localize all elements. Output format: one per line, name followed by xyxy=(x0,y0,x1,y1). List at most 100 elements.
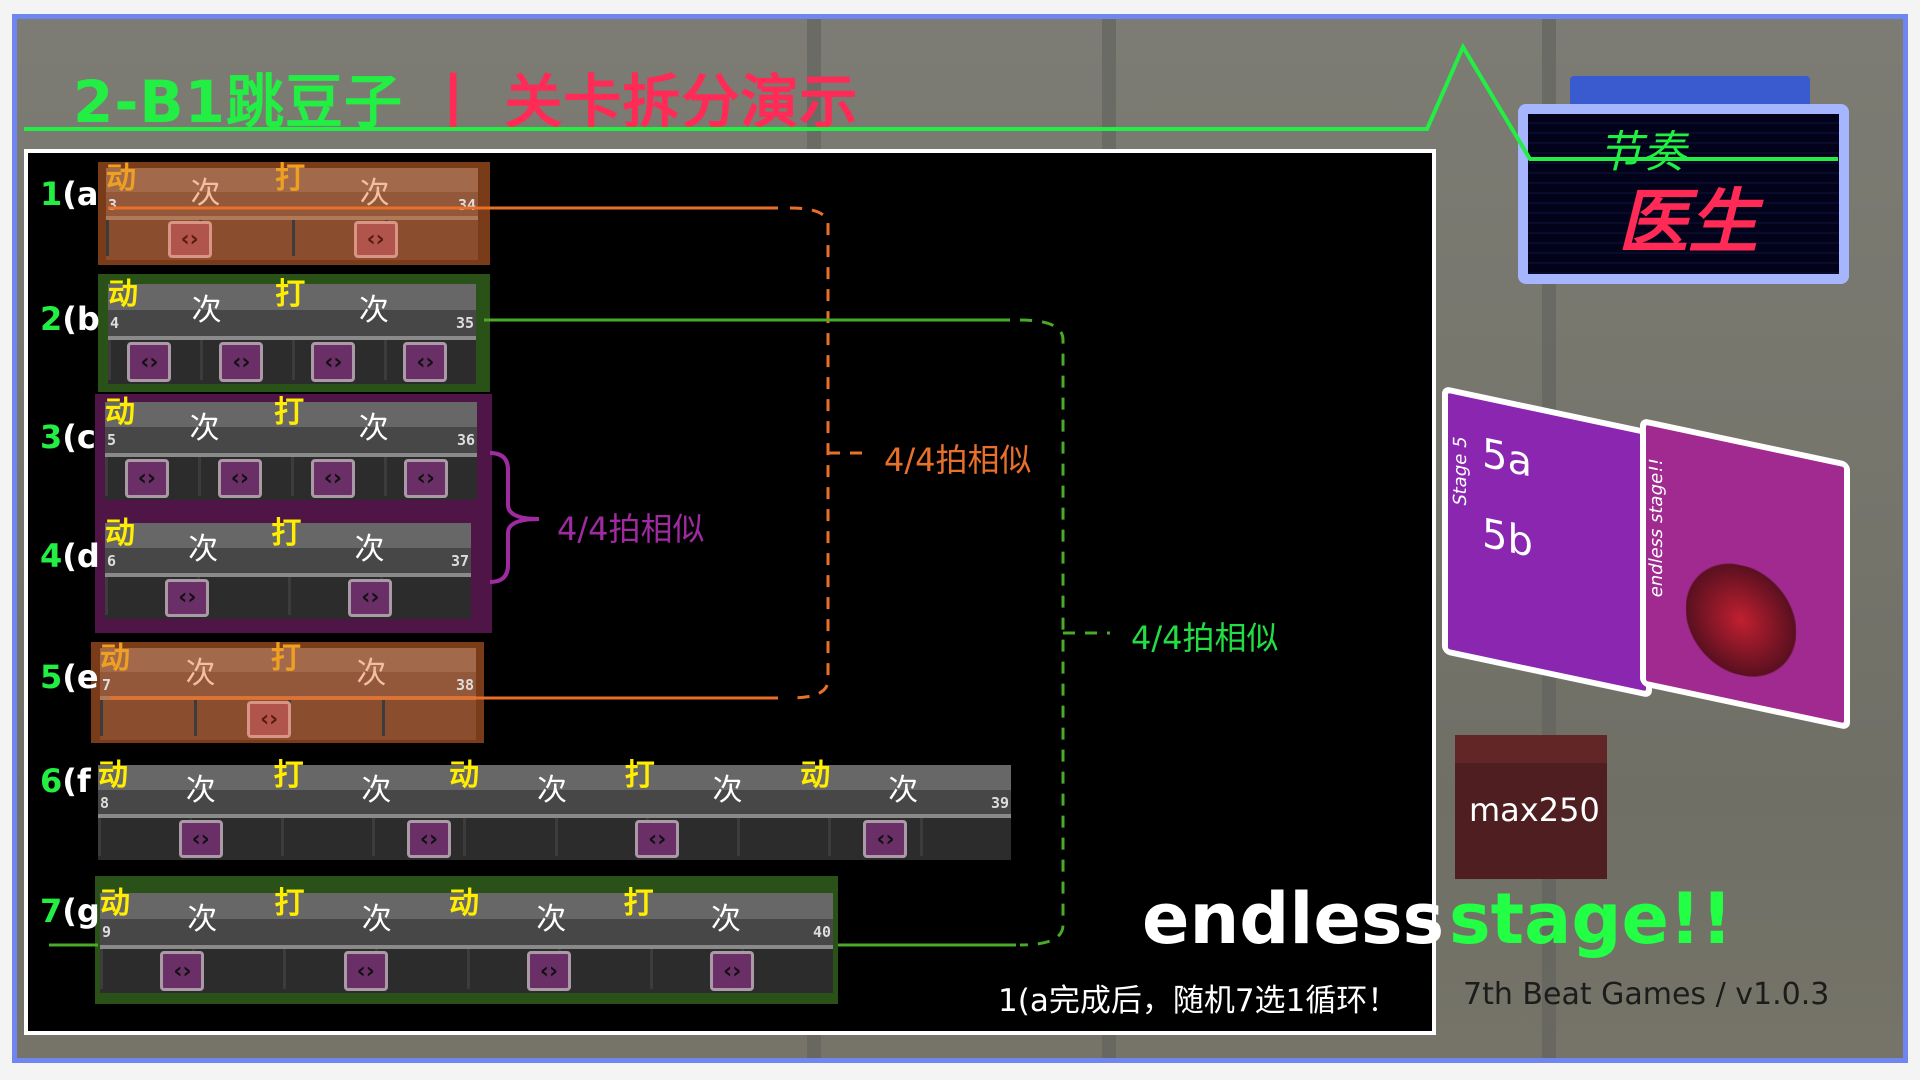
page-title: 2-B1跳豆子 丨 关卡拆分演示 xyxy=(73,55,858,139)
beat-label: 动 xyxy=(105,395,135,430)
row-number: 1 xyxy=(40,175,63,213)
hit-note-icon[interactable]: ‹› xyxy=(863,820,908,859)
row-letter: (d xyxy=(62,537,100,575)
hit-note-icon[interactable]: ‹› xyxy=(526,951,571,991)
hit-note-icon[interactable]: ‹› xyxy=(406,820,451,859)
beat-label: 次 xyxy=(359,176,390,212)
row-number: 3 xyxy=(40,418,63,456)
hit-note-icon[interactable]: ‹› xyxy=(160,951,205,991)
row-letter: (f xyxy=(62,762,91,800)
similar-label-purple: 4/4拍相似 xyxy=(557,510,705,548)
hit-note-icon[interactable]: ‹› xyxy=(127,342,172,382)
hit-note-icon[interactable]: ‹› xyxy=(217,458,262,499)
beat-label: 次 xyxy=(712,773,743,809)
beat-label: 打 xyxy=(275,277,306,312)
beat-label: 打 xyxy=(274,395,305,430)
hit-note-icon[interactable]: ‹› xyxy=(710,951,755,991)
row-number: 2 xyxy=(40,300,63,338)
row-number: 4 xyxy=(40,537,63,575)
hit-note-icon[interactable]: ‹› xyxy=(167,221,212,259)
logo-device-top xyxy=(1570,76,1810,108)
title-subtitle: 关卡拆分演示 xyxy=(504,68,859,136)
row-letter: (b xyxy=(62,300,100,338)
beat-label: 次 xyxy=(188,531,219,567)
hit-note-icon[interactable]: ‹› xyxy=(343,951,388,991)
hit-note-icon[interactable]: ‹› xyxy=(219,342,264,382)
beat-label: 次 xyxy=(361,773,392,809)
stage-text: stage!! xyxy=(1449,878,1733,960)
beat-label: 动 xyxy=(449,886,480,921)
beat-label: 次 xyxy=(888,773,919,809)
hit-note-icon[interactable]: ‹› xyxy=(310,458,355,499)
bar-end-number: 36 xyxy=(456,431,475,450)
beat-label: 动 xyxy=(105,516,135,551)
row-label: 5(e xyxy=(40,658,99,696)
purple-brace xyxy=(489,451,540,584)
hit-note-icon[interactable]: ‹› xyxy=(247,701,292,739)
max-combo-box: max250 xyxy=(1455,735,1607,879)
beat-label: 打 xyxy=(275,161,306,196)
beat-label: 动 xyxy=(100,886,130,921)
hit-note-icon[interactable]: ‹› xyxy=(403,342,448,382)
beat-label: 打 xyxy=(274,886,305,921)
loop-note: 1(a完成后，随机7选1循环！ xyxy=(998,983,1399,1019)
beat-label: 动 xyxy=(800,758,831,793)
beat-label: 次 xyxy=(189,410,220,446)
bar-end-number: 38 xyxy=(455,675,474,694)
beat-label: 打 xyxy=(270,641,301,676)
bar-end-number: 39 xyxy=(990,793,1009,812)
title-separator: 丨 xyxy=(424,68,484,136)
bar-start-number: 4 xyxy=(110,314,120,332)
beat-label: 打 xyxy=(623,886,654,921)
row-label: 6(f xyxy=(40,762,91,800)
beat-label: 动 xyxy=(100,641,130,676)
row-number: 7 xyxy=(40,892,63,930)
endless-text: endless xyxy=(1142,878,1445,960)
row-letter: (g xyxy=(62,892,100,930)
beat-label: 次 xyxy=(356,656,387,692)
hit-note-icon[interactable]: ‹› xyxy=(403,458,448,499)
hit-note-icon[interactable]: ‹› xyxy=(124,458,169,499)
credit-text: 7th Beat Games / v1.0.3 xyxy=(1463,977,1830,1012)
beat-track[interactable]: 动 次 打 次 7 38 ‹› xyxy=(100,644,476,740)
row-label: 4(d xyxy=(40,537,100,575)
bar-end-number: 40 xyxy=(812,923,831,941)
green-connector xyxy=(49,318,1110,947)
beat-label: 次 xyxy=(358,293,389,328)
beat-label: 打 xyxy=(273,758,304,793)
beat-label: 次 xyxy=(536,773,567,809)
beat-label: 动 xyxy=(98,758,128,793)
hit-note-icon[interactable]: ‹› xyxy=(178,820,223,859)
row-label: 2(b xyxy=(40,300,100,338)
rhythm-doctor-logo: 节奏 医生 xyxy=(1518,104,1849,284)
row-number: 5 xyxy=(40,658,63,696)
beat-label: 次 xyxy=(710,902,741,937)
hit-note-icon[interactable]: ‹› xyxy=(311,342,356,382)
bar-start-number: 9 xyxy=(102,923,112,941)
row-letter: (c xyxy=(62,418,96,456)
hit-note-icon[interactable]: ‹› xyxy=(165,578,210,618)
similar-label-green: 4/4拍相似 xyxy=(1131,619,1279,657)
bar-end-number: 35 xyxy=(455,314,474,332)
hit-note-icon[interactable]: ‹› xyxy=(348,578,393,618)
bar-start-number: 5 xyxy=(107,431,117,450)
logo-text-2: 医生 xyxy=(1618,181,1758,263)
hit-note-icon[interactable]: ‹› xyxy=(635,820,680,859)
row-label: 1(a xyxy=(40,175,98,213)
beat-label: 次 xyxy=(185,656,216,692)
row-letter: (a xyxy=(62,175,99,213)
beat-label: 打 xyxy=(624,758,655,793)
bar-start-number: 7 xyxy=(102,675,112,694)
max-combo-text: max250 xyxy=(1469,791,1600,829)
beat-label: 次 xyxy=(354,531,385,567)
hit-note-icon[interactable]: ‹› xyxy=(353,221,398,259)
beat-label: 动 xyxy=(106,161,136,196)
